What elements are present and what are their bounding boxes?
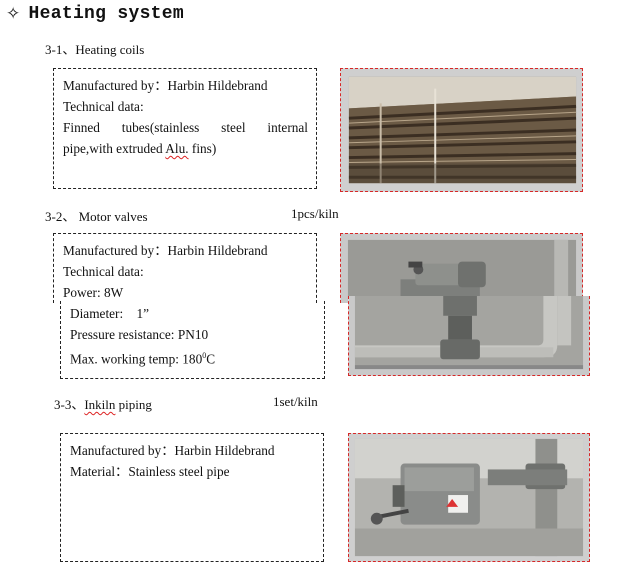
description-line-2: pipe,with extruded Alu. fins) [63, 141, 217, 156]
sparkle-icon: ✧ [6, 4, 21, 24]
diameter-line: Diameter: 1” [70, 306, 150, 321]
motor-valve-photo-top [340, 233, 583, 303]
temperature-line: Max. working temp: 1800C [70, 351, 216, 367]
technical-data-label: Technical data: [63, 264, 144, 279]
motor-valve-image-top [341, 234, 582, 303]
power-line: Power: 8W [63, 285, 124, 300]
pressure-line: Pressure resistance: PN10 [70, 327, 209, 342]
section-heading-inkiln-piping: 3-3、Inkiln piping [54, 397, 152, 412]
page-title: ✧ Heating system [6, 4, 184, 24]
section-heading-heating-coils: 3-1、Heating coils [45, 42, 145, 57]
motor-valve-image-bottom [349, 296, 589, 375]
description-line-1: Finned tubes(stainless steel internal [63, 120, 308, 135]
motor-valve-photo-bottom [348, 296, 590, 376]
inkiln-piping-quantity: 1set/kiln [273, 394, 318, 409]
manufacturer-line: Manufactured by：Harbin Hildebrand [63, 78, 268, 93]
heating-coils-photo [340, 68, 583, 192]
spellcheck-word: Inkiln [84, 397, 116, 412]
motor-valves-quantity: 1pcs/kiln [291, 206, 339, 221]
heating-coils-textbox: Manufactured by：Harbin Hildebrand Techni… [53, 68, 317, 189]
manufacturer-line: Manufactured by：Harbin Hildebrand [70, 443, 275, 458]
section-heading-motor-valves: 3-2、 Motor valves [45, 209, 148, 224]
inkiln-piping-textbox: Manufactured by：Harbin Hildebrand Materi… [60, 433, 324, 562]
heating-coils-image [341, 69, 582, 191]
motor-valves-textbox-bottom: Diameter: 1” Pressure resistance: PN10 M… [60, 301, 325, 379]
motor-valves-textbox-top: Manufactured by：Harbin Hildebrand Techni… [53, 233, 317, 303]
manufacturer-line: Manufactured by：Harbin Hildebrand [63, 243, 268, 258]
inkiln-piping-image [349, 434, 589, 561]
technical-data-label: Technical data: [63, 99, 144, 114]
material-line: Material：Stainless steel pipe [70, 464, 230, 479]
inkiln-piping-photo [348, 433, 590, 562]
spellcheck-word: Alu. [165, 141, 189, 156]
page-title-text: Heating system [28, 4, 184, 24]
